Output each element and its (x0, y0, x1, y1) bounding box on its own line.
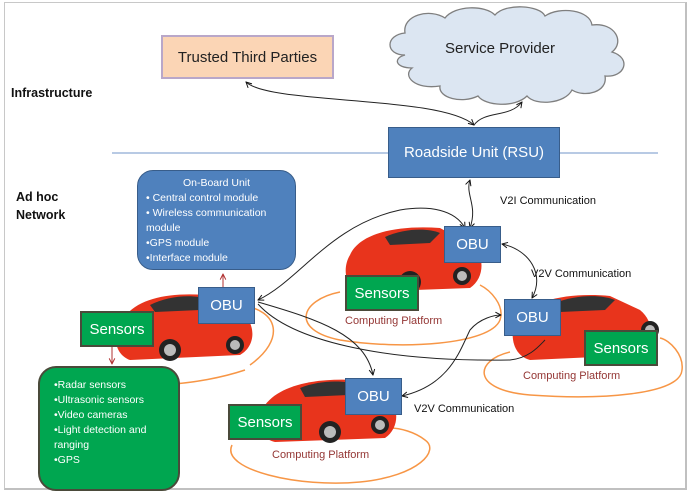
link-left-bottom (257, 301, 373, 375)
link-v2v-top-right (502, 244, 537, 298)
obu-label: OBU (210, 297, 243, 314)
obu-label: OBU (456, 236, 489, 253)
sensors-box-bottom: Sensors (228, 404, 302, 440)
computing-platform-label-right: Computing Platform (523, 370, 621, 382)
v2v-communication-label-upper: V2V Communication (531, 268, 632, 280)
obu-box-top-middle: OBU (444, 226, 501, 263)
obu-label: OBU (516, 309, 549, 326)
link-bottom-right (402, 315, 501, 396)
sensors-label: Sensors (89, 320, 145, 338)
rsu-label: Roadside Unit (RSU) (403, 144, 545, 161)
v2v-communication-label-lower: V2V Communication (414, 403, 515, 415)
obu-box-left: OBU (198, 287, 255, 324)
sensors-box-top-middle: Sensors (345, 275, 419, 311)
platform-ellipse-bottom (230, 427, 431, 484)
diagram-frame (4, 2, 687, 490)
computing-platform-label-top-middle: Computing Platform (345, 315, 443, 327)
obu-details-item: •Interface module (146, 252, 228, 264)
link-rsu-service-provider (473, 102, 522, 126)
sensors-label: Sensors (354, 284, 410, 302)
link-left-right (257, 303, 546, 361)
section-label-adhoc-1: Ad hoc (16, 190, 59, 204)
obu-details-item: •GPS module (146, 237, 210, 249)
obu-details-title: On-Board Unit (182, 177, 251, 189)
obu-box-right: OBU (504, 299, 561, 336)
section-label-infrastructure: Infrastructure (11, 86, 93, 100)
link-left-top (258, 207, 465, 300)
sensors-box-left: Sensors (80, 311, 154, 347)
obu-label: OBU (357, 388, 390, 405)
service-provider-label: Service Provider (444, 40, 556, 57)
obu-details-card: On-Board Unit • Central control module •… (137, 170, 296, 270)
rsu-box: Roadside Unit (RSU) (388, 127, 560, 178)
sensors-label: Sensors (237, 413, 293, 431)
sensor-details-card: •Radar sensors •Ultrasonic sensors •Vide… (38, 366, 180, 491)
sensor-details-item: •Video cameras (54, 409, 128, 421)
sensor-details-item: •GPS (54, 454, 80, 466)
v2i-communication-label: V2I Communication (500, 195, 596, 207)
sensor-details-item: •Light detection and ranging (54, 424, 147, 451)
obu-details-item: • Central control module (146, 192, 259, 204)
trusted-third-parties-label: Trusted Third Parties (177, 48, 318, 66)
obu-box-bottom: OBU (345, 378, 402, 415)
section-label-adhoc-2: Network (16, 208, 66, 222)
sensors-box-right: Sensors (584, 330, 658, 366)
link-ttp-rsu (246, 82, 474, 125)
trusted-third-parties-box: Trusted Third Parties (161, 35, 334, 79)
obu-details-item: • Wireless communication module (146, 207, 267, 234)
link-v2i (469, 180, 473, 228)
sensor-details-item: •Ultrasonic sensors (54, 394, 145, 406)
computing-platform-label-bottom: Computing Platform (272, 449, 370, 461)
sensors-label: Sensors (593, 339, 649, 357)
sensor-details-item: •Radar sensors (54, 379, 126, 391)
